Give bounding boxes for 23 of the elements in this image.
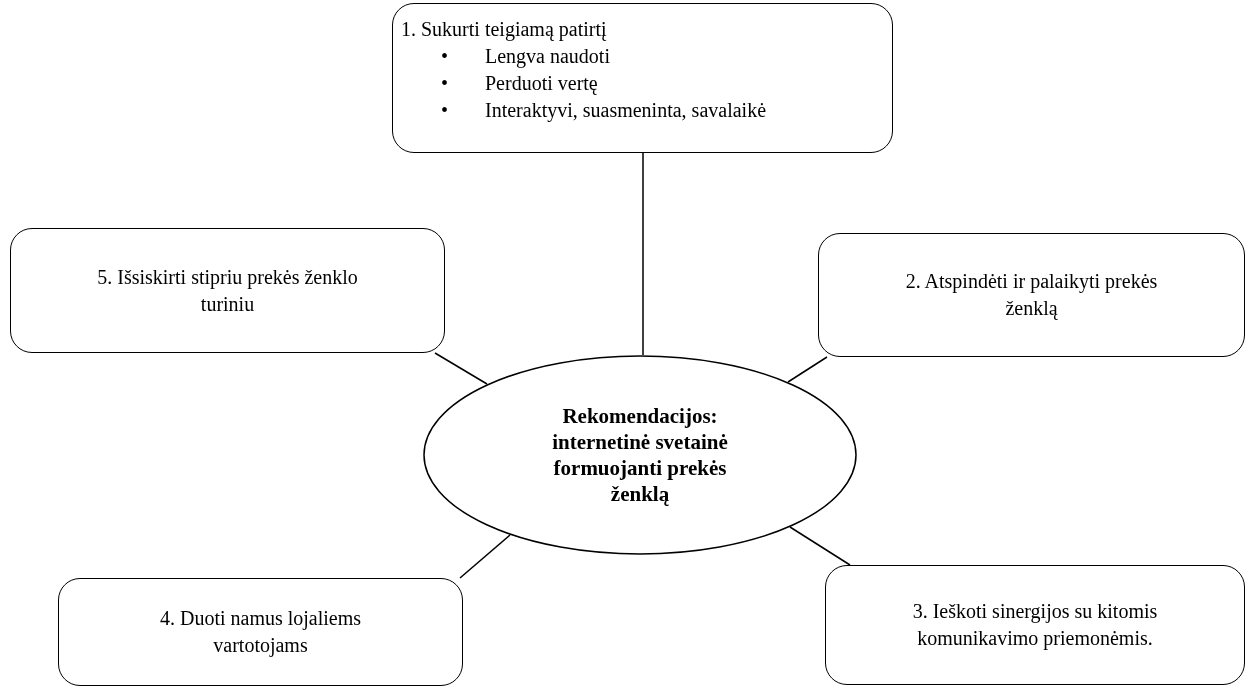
box-text: 4. Duoti namus lojaliems vartotojams	[158, 606, 363, 659]
process-box	[818, 233, 1245, 357]
ellipse-text: Rekomendacijos: internetinė svetainė formuojanti prekės ženklą	[551, 403, 729, 507]
bullet-mark: •	[441, 44, 449, 69]
box-text: 3. Ieškoti sinergijos su kitomis komunikavimo priemonėmis.	[911, 599, 1159, 652]
connector-line	[434, 352, 488, 385]
process-box	[825, 565, 1245, 685]
process-box	[10, 228, 445, 353]
bullet-mark: •	[441, 71, 449, 96]
bullet-item: Lengva naudoti	[485, 44, 610, 70]
bullet-item: Perduoti vertę	[485, 71, 598, 97]
connector-line	[787, 356, 828, 383]
box-text: 2. Atspindėti ir palaikyti prekės ženklą	[904, 269, 1159, 322]
box-text: 5. Išsiskirti stipriu prekės ženklo turiniu	[96, 264, 359, 317]
center-ellipse	[423, 355, 857, 555]
connector-line	[642, 152, 644, 356]
connector-line	[459, 534, 511, 579]
bullet-item: Interaktyvi, suasmeninta, savalaikė	[485, 98, 766, 124]
bullet-mark: •	[441, 98, 449, 123]
process-box	[58, 578, 463, 686]
process-box	[392, 3, 893, 153]
connector-line	[789, 526, 851, 566]
box-heading: 1. Sukurti teigiamą patirtį	[401, 17, 608, 43]
